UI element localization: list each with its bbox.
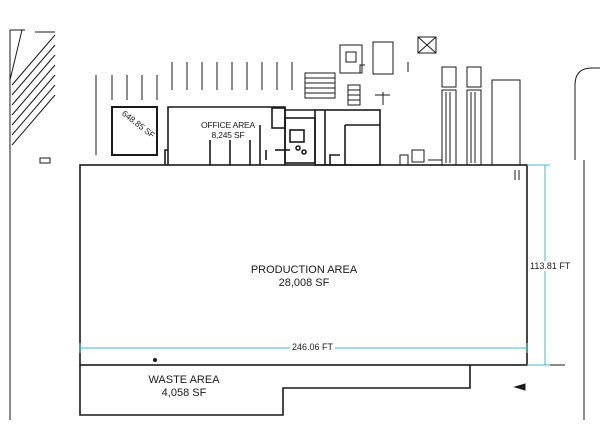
width-dimension-label: 246.06 FT	[290, 342, 336, 352]
small-marker	[39, 157, 51, 164]
exterior-stairs	[304, 72, 361, 106]
office-area-label: OFFICE AREA 8,245 SF	[196, 120, 260, 141]
production-area-size: 28,008 SF	[278, 276, 330, 289]
height-dimension-label: 113.81 FT	[528, 261, 573, 271]
office-area-size: 8,245 SF	[211, 129, 245, 140]
equipment-tanks	[399, 66, 521, 166]
waste-area-label: WASTE AREA 4,058 SF	[134, 374, 234, 399]
office-area-name: OFFICE AREA	[200, 120, 255, 130]
parking-stripes-left	[95, 75, 158, 155]
waste-area	[79, 365, 471, 416]
waste-area-name: WASTE AREA	[148, 374, 220, 386]
utility-structure	[339, 36, 437, 105]
arrow-icon	[513, 383, 526, 391]
office-building	[164, 106, 381, 166]
angled-parking-stripes	[9, 29, 56, 420]
production-area-name: PRODUCTION AREA	[250, 264, 358, 276]
production-area	[79, 164, 528, 366]
side-building	[111, 106, 158, 156]
parking-stripes-top	[171, 62, 293, 90]
waste-area-size: 4,058 SF	[161, 386, 207, 399]
production-area-label: PRODUCTION AREA 28,008 SF	[239, 264, 369, 289]
right-curb	[574, 67, 600, 160]
